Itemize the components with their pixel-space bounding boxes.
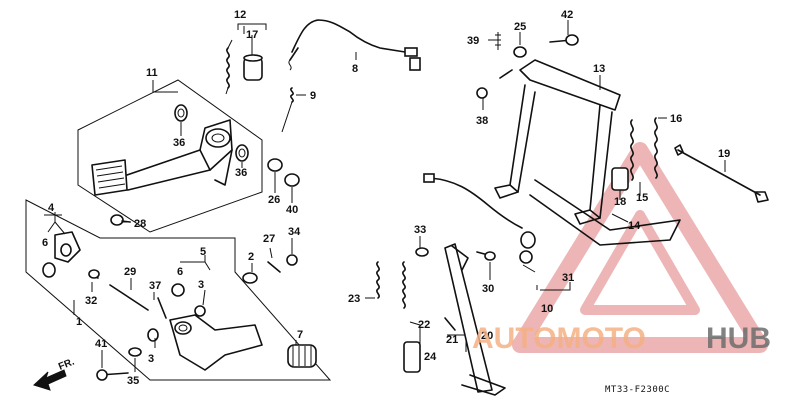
callout-6b: 6 xyxy=(177,266,183,278)
washer-26 xyxy=(267,158,283,172)
callout-25: 25 xyxy=(514,21,526,33)
callout-1: 1 xyxy=(76,316,82,328)
callout-28: 28 xyxy=(134,218,146,230)
callout-37: 37 xyxy=(149,280,161,292)
washer-40 xyxy=(284,173,300,187)
callout-19: 19 xyxy=(718,148,730,160)
callout-23: 23 xyxy=(348,293,360,305)
watermark-text: AUTOMOTO HUB xyxy=(472,322,771,355)
callout-42: 42 xyxy=(561,9,573,21)
callout-4: 4 xyxy=(48,202,55,214)
watermark-text-automoto: AUTOMOTO xyxy=(472,322,646,355)
callout-21: 21 xyxy=(446,334,458,346)
callout-2: 2 xyxy=(248,251,254,263)
shift-pedal-group xyxy=(25,199,332,381)
callout-12: 12 xyxy=(234,9,246,21)
callout-35: 35 xyxy=(127,375,139,387)
callout-39: 39 xyxy=(467,35,479,47)
callout-29: 29 xyxy=(124,266,136,278)
main-stand-group xyxy=(476,32,769,246)
callout-36b: 36 xyxy=(235,167,247,179)
callout-38: 38 xyxy=(476,115,488,127)
return-spring-12 xyxy=(225,23,267,95)
callout-33: 33 xyxy=(414,224,426,236)
front-direction-label: FR. xyxy=(57,356,76,372)
callout-14: 14 xyxy=(628,220,641,232)
watermark-text-hub: HUB xyxy=(706,322,771,355)
callout-20: 20 xyxy=(481,330,493,342)
callout-labels: 1 2 3 3 4 5 6 6 7 8 9 10 11 12 13 14 15 … xyxy=(42,9,730,387)
callout-41: 41 xyxy=(95,338,107,350)
callout-27: 27 xyxy=(263,233,275,245)
callout-30: 30 xyxy=(482,283,494,295)
callout-15: 15 xyxy=(636,192,648,204)
callout-31: 31 xyxy=(562,272,574,284)
callout-18: 18 xyxy=(614,196,626,208)
callout-11: 11 xyxy=(146,67,158,79)
callout-8: 8 xyxy=(352,63,358,75)
callout-10: 10 xyxy=(541,303,553,315)
callout-3b: 3 xyxy=(148,353,154,365)
brake-pedal-group xyxy=(77,79,263,233)
callout-9: 9 xyxy=(310,90,316,102)
spring-9 xyxy=(281,87,294,133)
callout-16: 16 xyxy=(670,113,682,125)
callout-17: 17 xyxy=(246,29,258,41)
callout-3a: 3 xyxy=(198,279,204,291)
callout-13: 13 xyxy=(593,63,605,75)
callout-6a: 6 xyxy=(42,237,48,249)
callout-26: 26 xyxy=(268,194,280,206)
callout-24: 24 xyxy=(424,351,437,363)
watermark-triangle-icon xyxy=(512,142,768,353)
callout-5: 5 xyxy=(200,246,206,258)
callout-36a: 36 xyxy=(173,137,185,149)
side-stand-group xyxy=(376,173,536,396)
leader-lines xyxy=(44,20,726,372)
callout-22: 22 xyxy=(418,319,430,331)
diagram-code: MT33-F2300C xyxy=(605,385,670,395)
stop-switch-cable-8 xyxy=(288,19,421,71)
callout-32: 32 xyxy=(85,295,97,307)
front-direction-arrow-icon xyxy=(33,369,67,391)
callout-7: 7 xyxy=(297,329,303,341)
callout-34: 34 xyxy=(288,226,301,238)
callout-40: 40 xyxy=(286,204,298,216)
